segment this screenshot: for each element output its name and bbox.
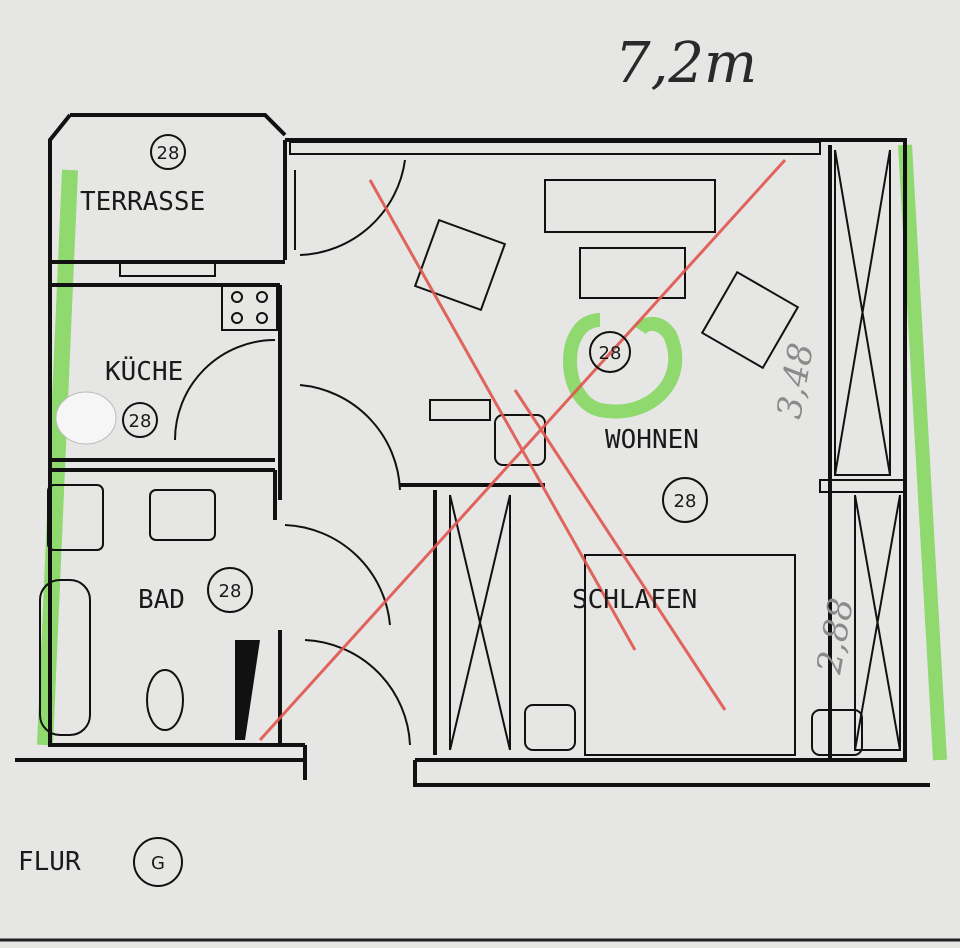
walls	[15, 113, 930, 787]
dimension-wohnen-depth: 3,48	[769, 340, 822, 421]
furniture	[39, 149, 901, 756]
room-kueche: KÜCHE 28	[55, 355, 183, 445]
sticker-blob	[55, 391, 117, 445]
room-bad: BAD 28	[138, 567, 253, 615]
room-marker-number: 28	[599, 343, 622, 364]
handwritten-width-note: 7,2m	[615, 31, 757, 96]
room-flur: FLUR G	[18, 837, 183, 887]
room-number: 28	[129, 411, 152, 432]
red-cross-marks	[258, 158, 787, 742]
room-terrasse: 28 TERRASSE	[80, 134, 205, 217]
room-label-schlafen: SCHLAFEN	[572, 585, 697, 615]
room-number: 28	[219, 581, 242, 602]
room-label-flur: FLUR	[18, 847, 81, 877]
windows	[119, 141, 821, 277]
room-number: G	[151, 853, 165, 874]
green-highlight-marks	[37, 144, 947, 761]
room-number: 28	[674, 491, 697, 512]
room-label-wohnen: WOHNEN	[605, 425, 699, 455]
doors	[174, 159, 411, 746]
room-wohnen: 28 WOHNEN 28	[589, 331, 708, 523]
room-label-bad: BAD	[138, 585, 185, 615]
room-label-kueche: KÜCHE	[105, 355, 183, 387]
room-label-terrasse: TERRASSE	[80, 187, 205, 217]
room-number: 28	[157, 143, 180, 164]
room-schlafen: SCHLAFEN	[572, 585, 697, 615]
